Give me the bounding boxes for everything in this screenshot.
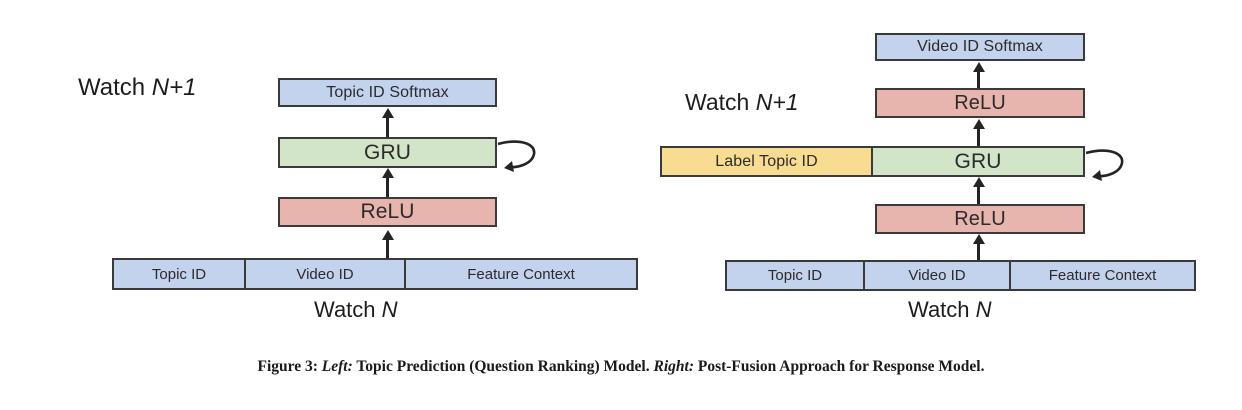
right-arrow-input-to-lower-relu <box>977 243 980 260</box>
left-watch-current-index: N <box>381 297 398 322</box>
right-lower-relu-box: ReLU <box>875 204 1085 234</box>
right-input-segment-topic-id: Topic ID <box>725 260 865 291</box>
left-gru-label: GRU <box>364 140 411 164</box>
right-watch-current-index: N <box>975 297 992 322</box>
left-watch-current-text: Watch <box>314 297 382 322</box>
right-watch-current-label: Watch N <box>908 297 992 323</box>
left-arrow-gru-to-softmax <box>386 117 389 137</box>
left-input-segment-topic-id: Topic ID <box>112 258 246 290</box>
right-upper-relu-box: ReLU <box>875 88 1085 118</box>
left-topic-id-softmax-label: Topic ID Softmax <box>326 83 449 101</box>
right-arrow-upper-relu-to-softmax <box>977 71 980 88</box>
left-topic-id-softmax-box: Topic ID Softmax <box>278 78 497 107</box>
left-input-segment-feature-context: Feature Context <box>404 258 638 290</box>
left-input-feature-context-label: Feature Context <box>467 265 575 283</box>
left-arrow-relu-to-gru <box>386 177 389 197</box>
right-lower-relu-label: ReLU <box>954 207 1006 230</box>
caption-right-tag: Right: <box>653 358 694 375</box>
right-diagram-panel: Video ID Softmax ReLU Watch N+1 Label To… <box>640 0 1242 345</box>
left-input-segment-video-id: Video ID <box>244 258 406 290</box>
right-gru-recurrent-loop-icon <box>1085 149 1124 181</box>
right-input-feature-context-label: Feature Context <box>1048 267 1157 284</box>
caption-prefix: Figure 3: <box>257 358 318 375</box>
left-watch-next-index: N+1 <box>151 74 197 101</box>
right-arrow-gru-to-upper-relu <box>977 128 980 146</box>
right-label-topic-id-box: Label Topic ID <box>660 146 873 177</box>
right-label-topic-id-label: Label Topic ID <box>715 152 818 170</box>
left-diagram-panel: Watch N+1 Topic ID Softmax GRU ReLU Topi… <box>0 0 660 345</box>
left-relu-box: ReLU <box>278 197 497 227</box>
left-watch-next-text: Watch <box>78 74 152 101</box>
right-upper-relu-label: ReLU <box>954 91 1006 114</box>
left-arrow-input-to-relu <box>386 239 389 258</box>
right-input-topic-id-label: Topic ID <box>767 267 823 284</box>
right-video-id-softmax-box: Video ID Softmax <box>875 33 1085 61</box>
right-gru-label: GRU <box>954 149 1002 173</box>
right-input-segment-video-id: Video ID <box>863 260 1011 291</box>
right-input-video-id-label: Video ID <box>908 267 966 284</box>
right-arrow-lower-relu-to-gru <box>977 186 980 204</box>
left-gru-box: GRU <box>278 137 497 168</box>
caption-left-text: Topic Prediction (Question Ranking) Mode… <box>356 358 650 375</box>
caption-left-tag: Left: <box>321 358 353 375</box>
figure-caption: Figure 3: Left: Topic Prediction (Questi… <box>0 358 1242 376</box>
left-input-video-id-label: Video ID <box>296 265 354 283</box>
right-watch-next-label: Watch N+1 <box>685 89 799 116</box>
right-watch-next-index: N+1 <box>755 89 799 115</box>
left-watch-next-label: Watch N+1 <box>78 74 197 102</box>
left-input-topic-id-label: Topic ID <box>151 265 207 283</box>
figure-diagram-area: Watch N+1 Topic ID Softmax GRU ReLU Topi… <box>0 0 1242 345</box>
left-gru-recurrent-loop-icon <box>497 140 536 172</box>
right-input-segment-feature-context: Feature Context <box>1009 260 1196 291</box>
right-gru-box: GRU <box>871 146 1085 177</box>
right-video-id-softmax-label: Video ID Softmax <box>917 38 1043 55</box>
right-watch-next-text: Watch <box>685 89 756 115</box>
left-relu-label: ReLU <box>360 200 415 223</box>
left-watch-current-label: Watch N <box>314 297 398 323</box>
caption-right-text: Post-Fusion Approach for Response Model. <box>697 358 985 375</box>
right-watch-current-text: Watch <box>908 297 976 322</box>
